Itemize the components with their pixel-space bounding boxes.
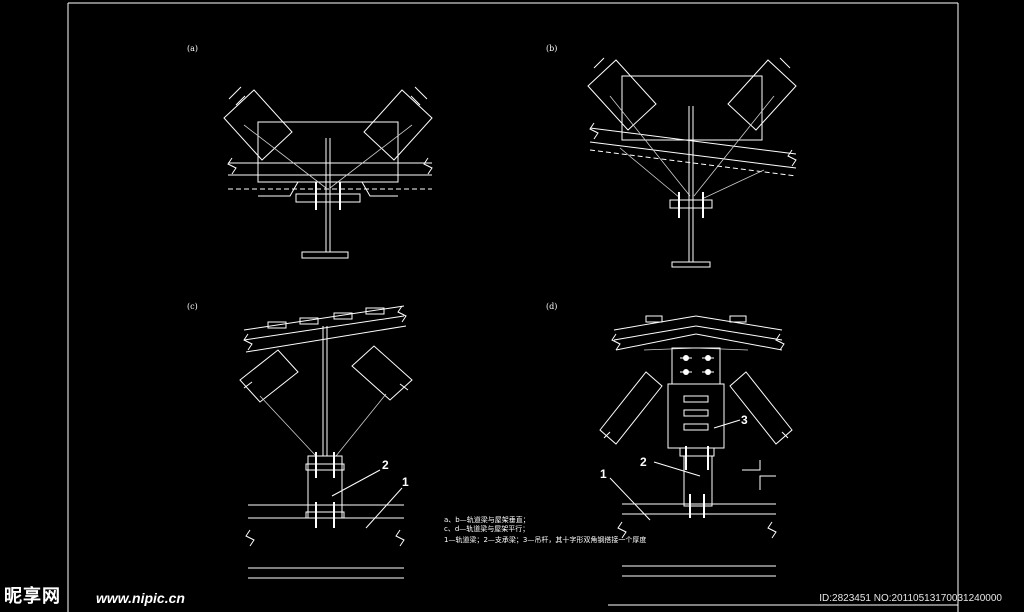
view-label-d: (d) — [546, 302, 557, 311]
watermark-logo: 昵享网 — [4, 586, 61, 607]
detail-b: (b) — [546, 44, 797, 268]
callout-2-right: 2 — [640, 455, 647, 469]
watermark-site: www.nipic.cn — [96, 590, 185, 606]
sheet-border — [67, 2, 959, 612]
notes: a、b—轨道梁与屋架垂直； c、d—轨道梁与屋架平行； 1—轨道梁；2—支承梁；… — [444, 515, 646, 544]
callout-1-right: 1 — [600, 467, 607, 481]
callout-3: 3 — [741, 413, 748, 427]
watermark-id: ID:2823451 NO:20110513170031240000 — [819, 593, 1002, 604]
callout-2-left: 2 — [382, 458, 389, 472]
detail-a: (a) — [187, 44, 433, 259]
note-line-1: a、b—轨道梁与屋架垂直； — [444, 515, 530, 524]
note-line-2: c、d—轨道梁与屋架平行； — [444, 524, 529, 533]
view-label-c: (c) — [187, 302, 198, 311]
note-line-3: 1—轨道梁；2—支承梁；3—吊杆，其十字形双角钢搭接一个厚度 — [444, 535, 646, 544]
callout-1-left: 1 — [402, 475, 409, 489]
detail-d: (d) — [546, 302, 793, 577]
view-label-b: (b) — [546, 44, 557, 53]
view-label-a: (a) — [187, 44, 198, 53]
detail-c: (c) 2 — [187, 302, 413, 579]
